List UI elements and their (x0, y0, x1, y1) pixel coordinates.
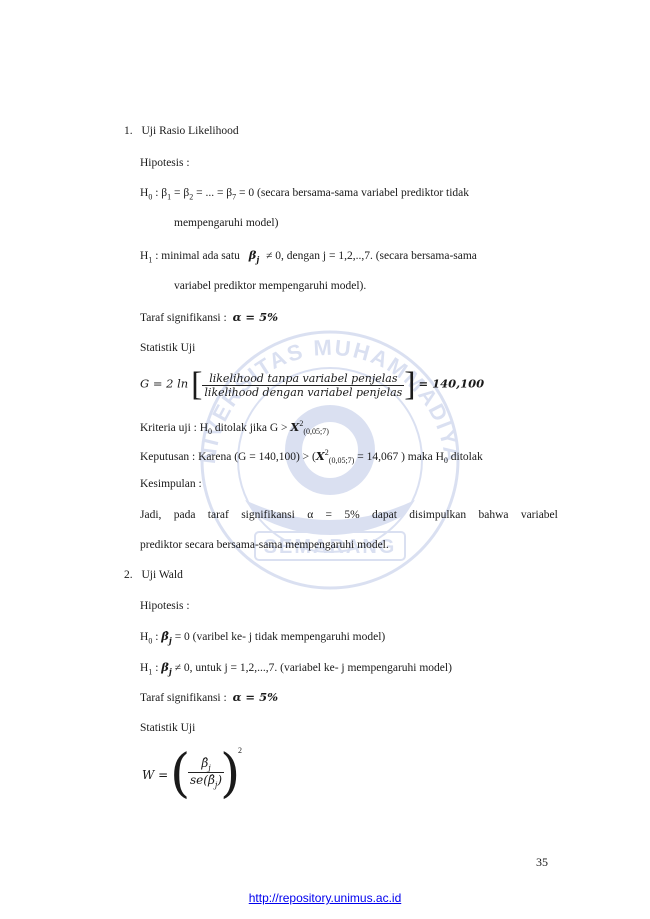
item-1-hipotesis-label: Hipotesis : (140, 157, 190, 169)
item-1-h0-continuation: mempengaruhi model) (174, 217, 279, 229)
item-2-taraf-line: Taraf signifikansi : α = 5% (140, 690, 278, 704)
item-1-kesimpulan-label: Kesimpulan : (140, 478, 202, 490)
item-2-h1-line: H1 : βj ≠ 0, untuk j = 1,2,...,7. (varia… (140, 660, 452, 677)
repository-link[interactable]: http://repository.unimus.ac.id (248, 891, 402, 905)
item-1-number: 1. (124, 125, 133, 137)
item-2-hipotesis-label: Hipotesis : (140, 600, 190, 612)
item-2-statistik-label: Statistik Uji (140, 722, 196, 734)
item-1-heading: 1. Uji Rasio Likelihood (124, 124, 239, 138)
university-seal-watermark: UNIVERSITAS MUHAMMADIYAH SEMARANG (175, 300, 463, 590)
item-1-keputusan-line: Keputusan : Karena (G = 140,100) > (X2(0… (140, 448, 483, 466)
item-2-heading: 2. Uji Wald (124, 568, 183, 582)
item-1-h1-continuation: variabel prediktor mempengaruhi model). (174, 280, 367, 292)
page-number: 35 (536, 855, 548, 869)
item-1-jadi-continuation: prediktor secara bersama-sama mempengaru… (140, 539, 389, 551)
item-1-h1-line: H1 : minimal ada satu βj ≠ 0, dengan j =… (140, 248, 477, 265)
item-1-h0-line: H0 : β1 = β2 = ... = β7 = 0 (secara bers… (140, 187, 470, 202)
item-1-jadi-line: Jadi, pada taraf signifikansi α = 5% dap… (140, 509, 558, 521)
item-1-taraf-line: Taraf signifikansi : α = 5% (140, 310, 278, 324)
item-2-number: 2. (124, 569, 133, 581)
item-2-title: Uji Wald (141, 569, 183, 581)
g-statistic-formula: G = 2 ln [ likelihood tanpa variabel pen… (140, 366, 485, 403)
item-2-h0-line: H0 : β̂j = 0 (varibel ke- j tidak mempen… (140, 629, 386, 646)
item-1-kriteria-line: Kriteria uji : H0 ditolak jika G > X2(0,… (140, 419, 329, 437)
item-1-statistik-label: Statistik Uji (140, 342, 196, 354)
item-1-title: Uji Rasio Likelihood (141, 125, 239, 137)
seal-bottom-text: SEMARANG (264, 536, 397, 558)
